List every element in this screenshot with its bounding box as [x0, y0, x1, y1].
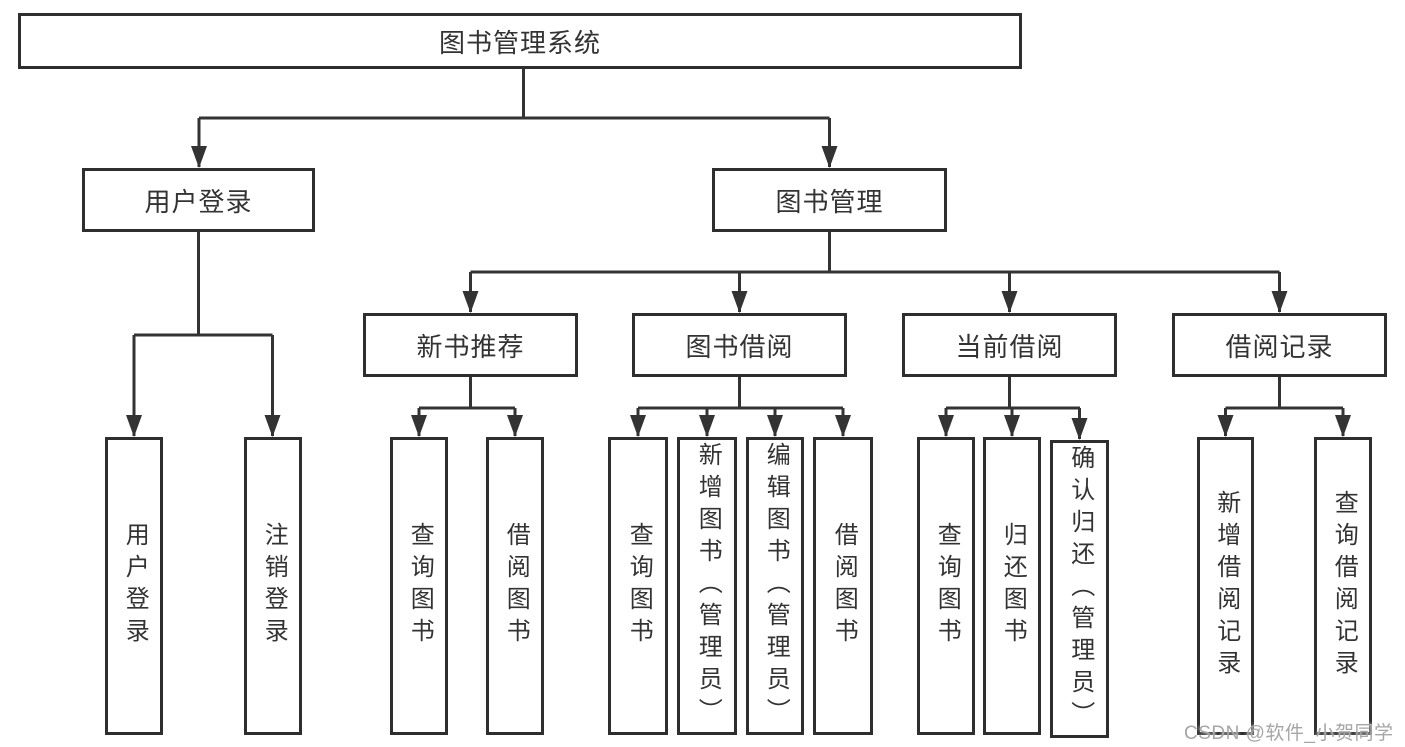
leaf-borrow-edit-books-admin-label: 编辑图书（管理员） [762, 442, 790, 730]
node-current-borrow-label: 当前借阅 [955, 331, 1064, 362]
node-book-borrow: 图书借阅 [632, 313, 847, 377]
leaf-recommend-borrow-books-label: 借阅图书 [502, 522, 530, 650]
leaf-records-query-record-label: 查询借阅记录 [1330, 490, 1358, 682]
node-book-management: 图书管理 [712, 168, 947, 232]
node-new-book-recommend-label: 新书推荐 [416, 331, 525, 362]
node-book-management-label: 图书管理 [775, 186, 884, 217]
leaf-borrow-query-books-label: 查询图书 [625, 522, 653, 650]
leaf-recommend-query-books: 查询图书 [390, 437, 448, 735]
leaf-current-confirm-return-admin: 确认归还（管理员） [1050, 440, 1109, 738]
leaf-borrow-add-books-admin: 新增图书（管理员） [677, 437, 737, 735]
leaf-current-return-books-label: 归还图书 [999, 522, 1027, 650]
branch-lines [134, 69, 1343, 410]
node-borrow-records-label: 借阅记录 [1225, 331, 1334, 362]
leaf-borrow-query-books: 查询图书 [608, 437, 668, 735]
node-new-book-recommend: 新书推荐 [363, 313, 578, 377]
leaf-recommend-query-books-label: 查询图书 [406, 522, 434, 650]
leaf-records-add-record-label: 新增借阅记录 [1212, 490, 1240, 682]
leaf-logout-login-label: 注销登录 [260, 522, 288, 650]
leaf-records-query-record: 查询借阅记录 [1314, 437, 1372, 735]
leaf-current-query-books: 查询图书 [917, 437, 975, 735]
watermark: CSDN @软件_小贺同学 [1184, 723, 1394, 744]
leaf-current-query-books-label: 查询图书 [933, 522, 961, 650]
leaf-borrow-borrow-books-label: 借阅图书 [830, 522, 858, 650]
arrow-connectors [126, 118, 1351, 440]
leaf-records-add-record: 新增借阅记录 [1197, 437, 1254, 735]
leaf-current-confirm-return-admin-label: 确认归还（管理员） [1066, 445, 1094, 733]
leaf-borrow-borrow-books: 借阅图书 [813, 437, 873, 735]
leaf-current-return-books: 归还图书 [983, 437, 1041, 735]
node-user-login-label: 用户登录 [144, 186, 253, 217]
leaf-logout-login: 注销登录 [244, 437, 302, 735]
leaf-recommend-borrow-books: 借阅图书 [486, 437, 544, 735]
node-user-login: 用户登录 [82, 168, 315, 232]
node-book-borrow-label: 图书借阅 [685, 331, 794, 362]
leaf-borrow-edit-books-admin: 编辑图书（管理员） [746, 437, 804, 735]
leaf-user-login-label: 用户登录 [121, 522, 149, 650]
node-current-borrow: 当前借阅 [902, 313, 1117, 377]
leaf-user-login: 用户登录 [105, 437, 163, 735]
node-borrow-records: 借阅记录 [1172, 313, 1387, 377]
leaf-borrow-add-books-admin-label: 新增图书（管理员） [694, 442, 722, 730]
node-root-library-system: 图书管理系统 [18, 13, 1022, 69]
node-root-label: 图书管理系统 [438, 27, 601, 58]
